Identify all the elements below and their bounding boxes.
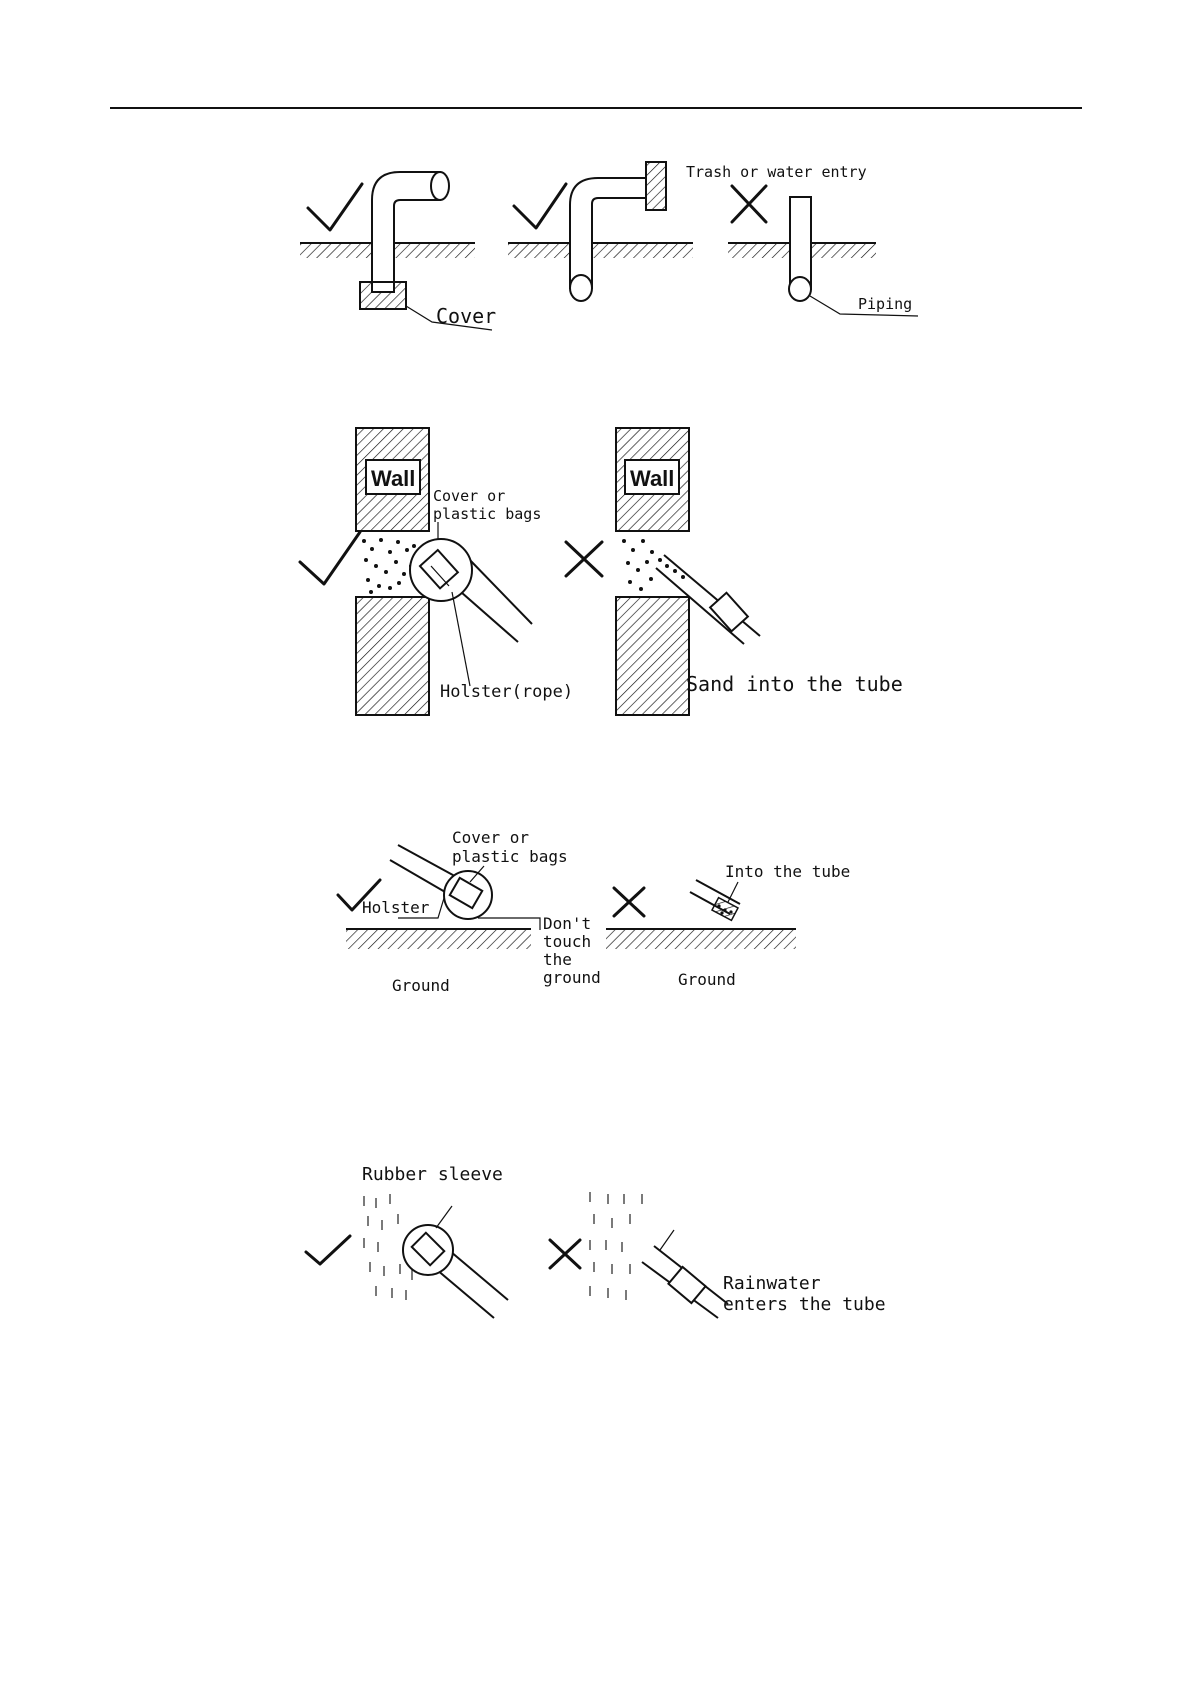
ground-hatch	[606, 929, 796, 949]
figure-ground: Cover or plastic bags Holster Don't touc…	[338, 828, 850, 995]
holster-label: Holster	[362, 898, 430, 917]
cover-label: Cover	[436, 304, 496, 328]
cover-label-line1: Cover or	[452, 828, 529, 847]
sand-label: Sand into the tube	[686, 672, 903, 696]
into-tube-label: Into the tube	[725, 862, 850, 881]
sand-dots	[362, 538, 416, 594]
rain-label-line2: enters the tube	[723, 1294, 886, 1315]
dont-label-line4: ground	[543, 968, 601, 987]
rubber-sleeve-label: Rubber sleeve	[362, 1164, 503, 1185]
figure-rain: Rubber sleeve Rainwater enters the	[306, 1164, 886, 1318]
trash-label: Trash or water entry	[686, 163, 867, 181]
figure-wall: Wall Cover or plastic bags Holster(rope)…	[300, 428, 903, 715]
trash-block	[646, 162, 666, 210]
straight-pipe	[790, 197, 811, 289]
cross-icon	[614, 888, 644, 916]
check-icon	[300, 532, 360, 584]
cross-icon	[732, 186, 766, 222]
cross-icon	[550, 1240, 580, 1268]
rain-label-line1: Rainwater	[723, 1273, 821, 1294]
check-icon	[514, 184, 566, 228]
check-icon	[308, 184, 362, 230]
rain-drops	[590, 1192, 642, 1300]
dont-label-line1: Don't	[543, 914, 591, 933]
wall-label: Wall	[630, 466, 674, 491]
piping-label: Piping	[858, 295, 912, 313]
check-icon	[306, 1236, 350, 1264]
wall-bottom	[356, 597, 429, 715]
dont-label-line2: touch	[543, 932, 591, 951]
bent-pipe	[570, 178, 646, 288]
holster-label: Holster(rope)	[440, 682, 573, 702]
figure-pipe-ends: Cover Trash or water entry Piping	[300, 162, 918, 330]
ground-hatch	[346, 929, 531, 949]
ground-label: Ground	[678, 970, 736, 989]
pipe-nut	[668, 1267, 705, 1303]
cross-icon	[566, 542, 602, 576]
cover-label-line1: Cover or	[433, 487, 505, 505]
dont-label-line3: the	[543, 950, 572, 969]
cover-label-line2: plastic bags	[452, 847, 568, 866]
wall-label: Wall	[371, 466, 415, 491]
wall-bottom	[616, 597, 689, 715]
cover-label-line2: plastic bags	[433, 505, 541, 523]
ground-hatch	[508, 243, 693, 258]
ground-label: Ground	[392, 976, 450, 995]
bent-pipe	[372, 172, 440, 282]
